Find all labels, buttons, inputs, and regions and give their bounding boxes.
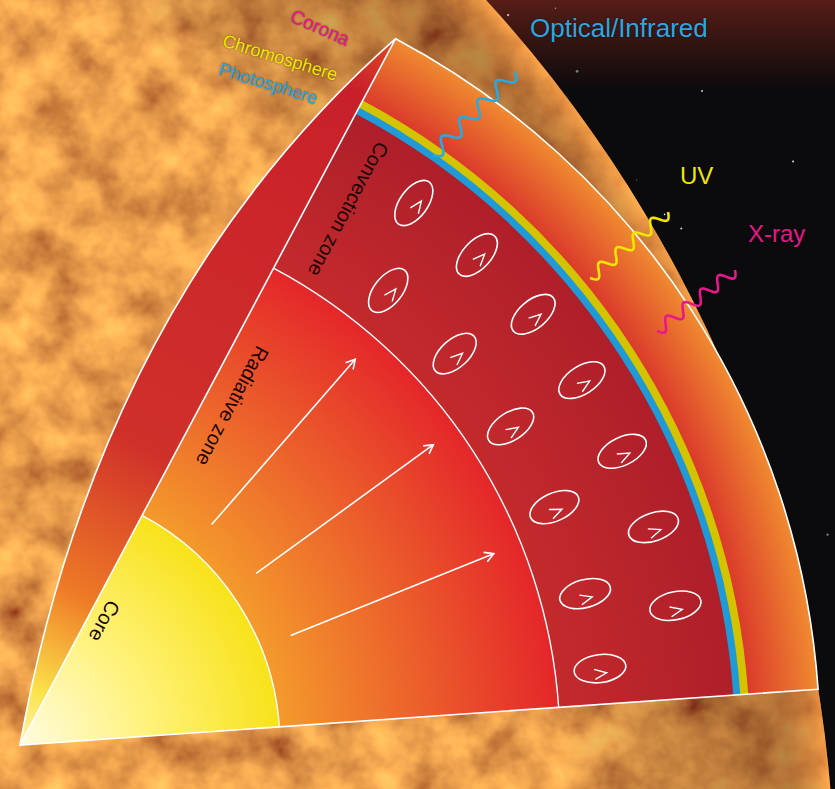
cell-arrow [549, 505, 564, 519]
convection-cells [361, 174, 704, 686]
radiation-arrow [291, 554, 493, 636]
convection-cell [572, 651, 627, 686]
wavelength-label: Optical/Infrared [530, 14, 708, 44]
star [507, 14, 509, 16]
cell-loop [449, 226, 505, 283]
cell-loop [556, 573, 613, 614]
cell-arrow [473, 251, 488, 267]
convection-cell [361, 261, 415, 319]
convection-cell [387, 174, 440, 233]
core-layer [20, 515, 279, 745]
star [664, 214, 666, 216]
star [792, 160, 794, 162]
corona-layer [20, 39, 818, 745]
zone-boundary [142, 515, 279, 727]
cell-arrow [670, 604, 684, 616]
photosphere-layer [20, 108, 740, 746]
cell-loop [361, 261, 415, 319]
cell-arrow [410, 198, 425, 214]
cell-arrow [384, 286, 399, 302]
star [555, 8, 557, 10]
cell-loop [552, 354, 611, 406]
layer-label: Corona [287, 5, 353, 50]
cell-arrow [617, 449, 632, 463]
star [576, 70, 579, 73]
convection-cell [593, 427, 652, 475]
emission-wave [657, 270, 736, 333]
zone-boundary [274, 268, 559, 707]
convection-cell [647, 587, 704, 625]
zone-label: Core [84, 596, 125, 645]
cell-arrow [577, 377, 593, 392]
convection-cell [556, 573, 613, 614]
zone-label: Radiative zone [191, 342, 273, 470]
convection-cell [525, 484, 584, 531]
cell-arrow [450, 350, 466, 365]
cell-loop [504, 287, 562, 342]
star [636, 179, 637, 180]
cell-loop [481, 400, 540, 452]
cell-arrow [594, 668, 607, 679]
zone-label: Convection zone [303, 138, 393, 280]
cell-loop [525, 484, 584, 531]
emission-waves [433, 72, 736, 333]
wedge-outline [20, 39, 818, 745]
cell-loop [426, 326, 483, 382]
star [826, 534, 828, 536]
cell-arrow [506, 423, 522, 438]
convection-layer [20, 114, 733, 745]
radiation-arrows [212, 360, 493, 635]
emission-wave [433, 72, 516, 156]
cell-loop [387, 174, 440, 233]
cell-arrow [648, 525, 663, 538]
star [701, 90, 703, 92]
cell-loop [572, 651, 627, 686]
convection-cell [426, 326, 483, 382]
convection-cell [504, 287, 562, 342]
convection-cell [449, 226, 505, 283]
emission-wave [590, 212, 669, 280]
star [680, 228, 682, 230]
wavelength-label: UV [680, 162, 713, 190]
cell-loop [593, 427, 652, 475]
convection-cell [624, 505, 682, 548]
cell-loop [624, 505, 682, 548]
convection-cell [481, 400, 540, 452]
convection-cell [552, 354, 611, 406]
radiative-layer [20, 268, 559, 745]
cell-arrow [529, 310, 545, 325]
wavelength-label: X-ray [748, 220, 805, 248]
radiation-arrow [256, 445, 432, 573]
cell-arrow [579, 592, 593, 605]
chromosphere-layer [20, 101, 748, 746]
cell-loop [647, 587, 704, 625]
